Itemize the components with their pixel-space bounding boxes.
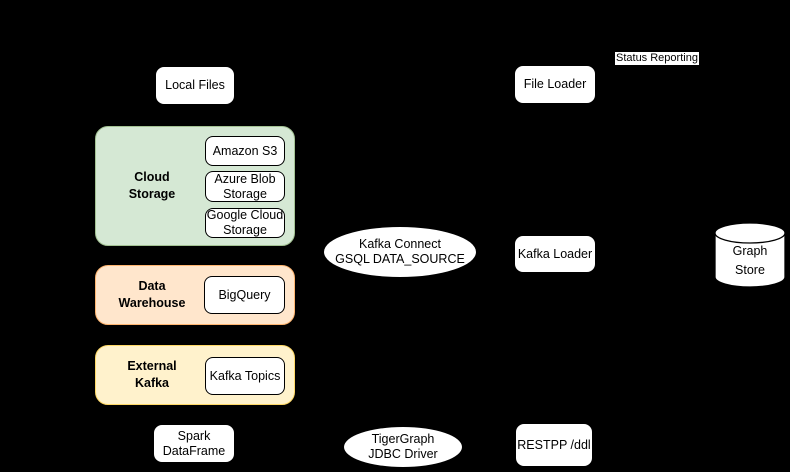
data-warehouse-group: Data Warehouse BigQuery: [95, 265, 295, 325]
cylinder-shape-icon: [714, 222, 786, 288]
google-cloud-storage-node: Google Cloud Storage: [205, 208, 285, 238]
graph-store-label: Graph Store: [732, 244, 768, 278]
local-files-node: Local Files: [155, 66, 235, 105]
graph-store-cylinder: Graph Store: [714, 222, 786, 288]
cloud-storage-title: Cloud Storage: [128, 170, 176, 201]
kafka-topics-node: Kafka Topics: [205, 357, 285, 395]
kafka-connect-ellipse: Kafka Connect GSQL DATA_SOURCE: [323, 226, 477, 278]
spark-dataframe-node: Spark DataFrame: [153, 424, 235, 463]
restpp-ddl-node: RESTPP /ddl: [515, 423, 593, 467]
tigergraph-jdbc-ellipse: TigerGraph JDBC Driver: [343, 426, 463, 468]
azure-blob-storage-node: Azure Blob Storage: [205, 171, 285, 202]
kafka-loader-node: Kafka Loader: [514, 235, 596, 273]
external-kafka-title: External Kafka: [127, 359, 177, 390]
amazon-s3-node: Amazon S3: [205, 136, 285, 166]
external-kafka-group: External Kafka Kafka Topics: [95, 345, 295, 405]
cloud-storage-group: Cloud Storage Amazon S3 Azure Blob Stora…: [95, 126, 295, 246]
bigquery-node: BigQuery: [204, 276, 285, 314]
file-loader-node: File Loader: [514, 65, 596, 104]
status-reporting-label: Status Reporting: [615, 52, 699, 65]
data-warehouse-title: Data Warehouse: [118, 279, 186, 310]
